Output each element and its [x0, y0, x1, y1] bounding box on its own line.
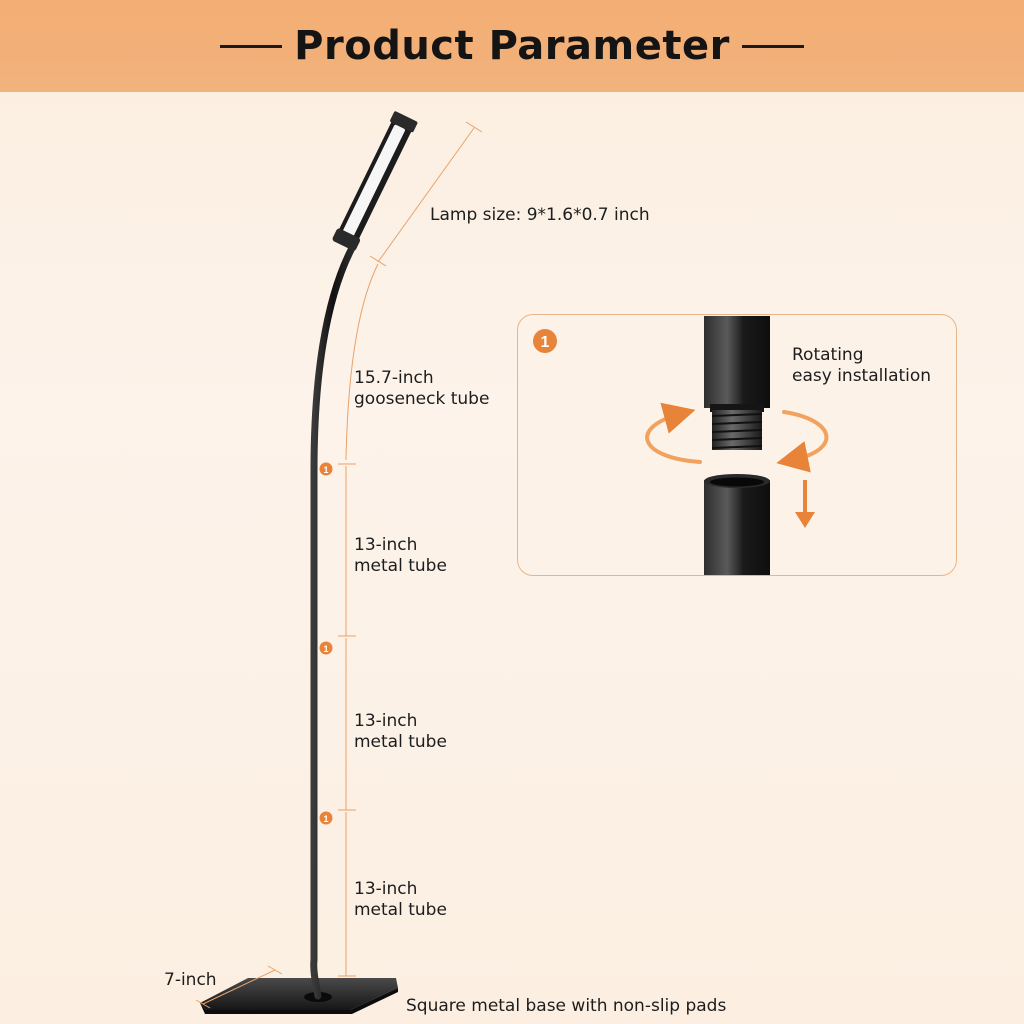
segment-gooseneck-length: 15.7-inch	[354, 368, 434, 388]
lamp-head	[332, 111, 418, 251]
installation-caption-line2: easy installation	[792, 366, 932, 386]
page-title: Product Parameter	[294, 23, 730, 69]
segment-tube-2-label: 13-inch metal tube	[354, 711, 447, 753]
segment-tube-1-type: metal tube	[354, 556, 447, 576]
header-title-group: Product Parameter	[0, 0, 1024, 92]
segment-tube-3-type: metal tube	[354, 900, 447, 920]
lamp-size-label: Lamp size: 9*1.6*0.7 inch	[430, 205, 650, 225]
segment-tube-1-label: 13-inch metal tube	[354, 535, 447, 577]
segment-gooseneck-label: 15.7-inch gooseneck tube	[354, 368, 489, 410]
title-left-rule	[220, 44, 283, 48]
title-right-rule	[741, 44, 804, 48]
lamp-base	[200, 978, 398, 1014]
dimension-lines	[195, 121, 483, 1009]
installation-caption-line1: Rotating	[792, 345, 864, 365]
lamp-pole	[310, 244, 356, 1000]
segment-tube-2-length: 13-inch	[354, 711, 418, 731]
base-description-label: Square metal base with non-slip pads	[406, 996, 727, 1016]
segment-tube-3-label: 13-inch metal tube	[354, 879, 447, 921]
segment-tube-1-length: 13-inch	[354, 535, 418, 555]
segment-gooseneck-type: gooseneck tube	[354, 389, 490, 409]
segment-tube-2-type: metal tube	[354, 732, 447, 752]
segment-tube-3-length: 13-inch	[354, 879, 418, 899]
header-banner	[0, 0, 1024, 92]
installation-caption: Rotating easy installation	[792, 345, 931, 387]
base-size-label: 7-inch	[164, 970, 217, 990]
